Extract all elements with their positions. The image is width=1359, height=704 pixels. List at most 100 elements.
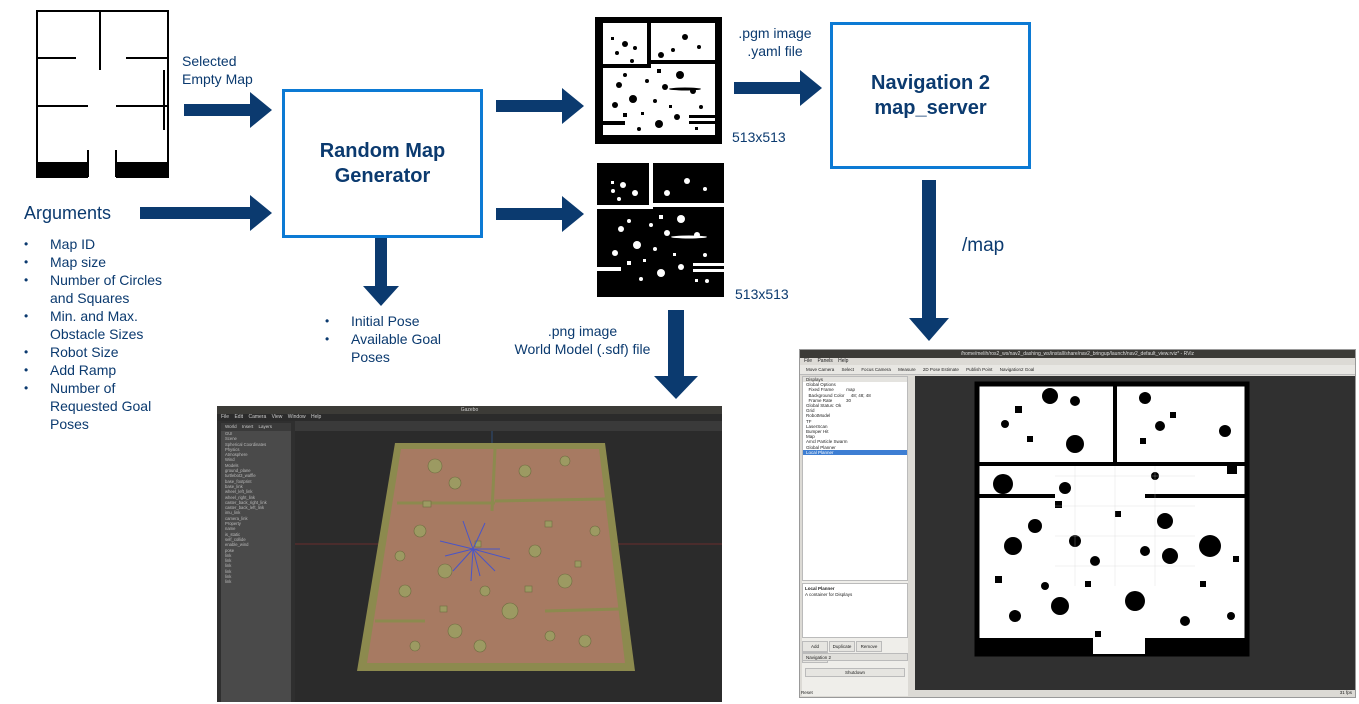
rviz-description: Local Planner A container for Displays — [802, 583, 908, 638]
gazebo-tree-item[interactable]: enable_wind — [225, 542, 249, 548]
argument-item: Add Ramp — [24, 361, 194, 379]
gazebo-tree-item[interactable]: ground_plane — [225, 468, 251, 474]
rviz-tree-item[interactable]: Amcl Particle Swarm — [806, 439, 848, 445]
shutdown-button[interactable]: Shutdown — [805, 668, 905, 677]
rviz-tree-item[interactable]: Grid — [806, 408, 815, 414]
gazebo-tree-item[interactable]: is_static — [225, 531, 241, 537]
gazebo-tree-item[interactable]: link — [225, 579, 232, 585]
gazebo-menu-item[interactable]: View — [271, 414, 283, 420]
rviz-tool-nav2-goal[interactable]: Navigation2 Goal — [999, 367, 1035, 372]
arguments-title: Arguments — [24, 203, 112, 223]
gazebo-menu-item[interactable]: File — [221, 414, 230, 420]
argument-item: Map size — [24, 253, 194, 271]
rviz-tree-item[interactable]: Global Status: Ok — [806, 403, 842, 409]
gazebo-tree-item[interactable]: link — [225, 563, 232, 569]
random-map-generator-box: Random Map Generator — [282, 89, 483, 238]
gazebo-tree-item[interactable]: Spherical Coordinates — [225, 441, 267, 447]
gazebo-titlebar: Gazebo — [217, 406, 722, 414]
arrow-generator-to-pgm — [496, 88, 584, 124]
gazebo-tree-item[interactable]: wheel_left_link — [225, 489, 253, 495]
add-button[interactable]: Add — [802, 641, 828, 652]
gazebo-tree-item[interactable]: name — [225, 526, 236, 532]
gazebo-tab[interactable]: World — [225, 424, 237, 429]
rviz-tool-focus-camera[interactable]: Focus Camera — [861, 367, 891, 372]
rviz-tree-item[interactable]: Frame Rate 30 — [806, 397, 852, 403]
gazebo-tree-item[interactable]: link — [225, 552, 232, 558]
gazebo-menu-item[interactable]: Help — [310, 414, 322, 420]
rviz-tree-item[interactable]: LaserScan — [806, 423, 828, 429]
gazebo-tree-item[interactable]: Property — [225, 521, 241, 527]
reset-button[interactable]: Reset — [801, 690, 813, 695]
rviz-tool-publish-point[interactable]: Publish Point — [966, 367, 993, 372]
gazebo-tree-item[interactable]: Atmosphere — [225, 452, 248, 458]
gazebo-tree-item[interactable]: link — [225, 574, 232, 580]
rviz-displays-tree: Displays Global Options Fixed Frame map … — [802, 376, 908, 581]
map-topic-label: /map — [962, 235, 1005, 256]
gazebo-tree-item[interactable]: Models — [225, 462, 239, 468]
gazebo-tree-item[interactable]: wheel_right_link — [225, 494, 256, 500]
fps-readout: 31 fps — [1339, 690, 1352, 695]
gazebo-tree-item[interactable]: Wind — [225, 457, 235, 463]
rviz-tree-item[interactable]: Fixed Frame map — [806, 387, 856, 393]
rviz-tool-measure[interactable]: Measure — [898, 367, 916, 372]
arrow-nav2-to-rviz — [909, 180, 949, 341]
rviz-tree-item[interactable]: Bumper Hit — [806, 429, 829, 435]
gazebo-tree-item[interactable]: pose — [225, 547, 235, 553]
png-map-image — [597, 163, 724, 297]
rviz-3d-view[interactable] — [915, 376, 1355, 690]
gazebo-tree-item[interactable]: camera_link — [225, 515, 248, 521]
gazebo-tree-item[interactable]: base_link — [225, 483, 243, 489]
gazebo-tree-item[interactable]: turtlebot3_waffle — [225, 473, 256, 479]
rviz-window: /home/melih/ros2_ws/nav2_dashing_ws/inst… — [799, 349, 1356, 698]
rviz-display-buttons: AddDuplicateRemoveRename — [802, 641, 908, 663]
gazebo-menu-item[interactable]: Window — [287, 414, 306, 420]
gazebo-tree-item[interactable]: base_footprint — [225, 478, 252, 484]
rviz-menu-item[interactable]: Help — [838, 358, 849, 364]
selected-empty-map-label: Selected Empty Map — [182, 53, 253, 87]
gazebo-menubar: File Edit Camera View Window Help — [217, 414, 722, 421]
rviz-tool-move-camera[interactable]: Move Camera — [806, 367, 835, 372]
gazebo-tab[interactable]: Insert — [241, 424, 254, 429]
gazebo-tab[interactable]: Layers — [258, 424, 272, 429]
gazebo-tree-item[interactable]: GUI — [225, 431, 233, 436]
gazebo-tree-item[interactable]: self_collide — [225, 536, 246, 542]
remove-button[interactable]: Remove — [856, 641, 882, 652]
rviz-tree-item[interactable]: Background Color 48; 48; 48 — [806, 392, 871, 398]
rviz-panel-title: Displays — [803, 377, 907, 383]
arrow-generator-to-outputs — [363, 238, 399, 306]
rviz-tree-item[interactable]: RobotModel — [806, 413, 831, 419]
rviz-menu-item[interactable]: File — [804, 358, 813, 364]
gazebo-tree-item[interactable]: caster_back_left_link — [225, 505, 265, 511]
rviz-toolbar: Move Camera Select Focus Camera Measure … — [800, 365, 1355, 375]
gazebo-tree-item[interactable]: Physics — [225, 446, 240, 452]
rviz-displays-panel: Displays Global Options Fixed Frame map … — [802, 376, 908, 696]
rviz-tree-item[interactable]: TF — [806, 418, 812, 424]
rviz-menu-item[interactable]: Panels — [817, 358, 833, 364]
rviz-tree-item[interactable]: Global Options — [806, 382, 836, 388]
arrow-arguments-to-generator — [140, 195, 272, 231]
gazebo-tree-item[interactable]: Scene — [225, 436, 237, 442]
gazebo-tree-item[interactable]: link — [225, 568, 232, 574]
gazebo-tree-item[interactable]: imu_link — [225, 510, 241, 516]
gazebo-3d-view[interactable] — [295, 431, 722, 702]
argument-item: Map ID — [24, 235, 194, 253]
arrow-png-to-gazebo — [654, 310, 698, 399]
gazebo-toolbar — [295, 421, 722, 431]
rviz-tree-item[interactable]: Map — [806, 434, 815, 440]
rviz-tool-pose-estimate[interactable]: 2D Pose Estimate — [922, 367, 959, 372]
gazebo-menu-item[interactable]: Camera — [248, 414, 267, 420]
gazebo-tree-item[interactable]: link — [225, 558, 232, 564]
rviz-tree-item[interactable]: Global Planner — [806, 444, 836, 450]
duplicate-button[interactable]: Duplicate — [829, 641, 855, 652]
gazebo-menu-item[interactable]: Edit — [234, 414, 244, 420]
rviz-tree-item[interactable]: Local Planner — [803, 449, 907, 456]
pgm-yaml-label: .pgm image .yaml file — [738, 25, 812, 59]
rviz-tool-select[interactable]: Select — [841, 367, 855, 372]
gazebo-tree-item[interactable]: caster_back_right_link — [225, 499, 267, 505]
